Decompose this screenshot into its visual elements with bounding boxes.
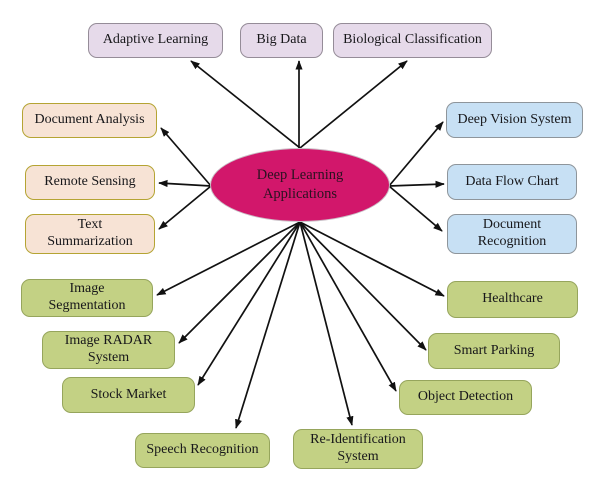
node-label: Speech Recognition — [146, 442, 259, 458]
arrow-center-to-document-analysis — [160, 127, 212, 187]
arrow-center-to-text-summarization — [158, 185, 212, 230]
node-label: Biological Classification — [343, 32, 482, 48]
node-label: Document Analysis — [34, 112, 145, 128]
node-stock-market: Stock Market — [62, 377, 195, 413]
node-remote-sensing: Remote Sensing — [25, 165, 155, 200]
arrow-center-to-remote-sensing — [158, 179, 212, 188]
arrow-center-to-image-radar-system — [178, 221, 301, 344]
node-label: Document Recognition — [477, 217, 547, 249]
node-label: Stock Market — [90, 386, 167, 402]
node-healthcare: Healthcare — [447, 281, 578, 318]
node-text-summarization: Text Summarization — [25, 214, 155, 254]
node-speech-recognition: Speech Recognition — [135, 433, 270, 468]
arrow-center-to-smart-parking — [299, 221, 427, 351]
node-label: Healthcare — [482, 291, 543, 307]
node-label: Remote Sensing — [44, 174, 136, 190]
node-image-segmentation: Image Segmentation — [21, 279, 153, 317]
arrow-center-to-stock-market — [197, 221, 301, 386]
node-label: Data Flow Chart — [465, 173, 559, 189]
node-label: Image RADAR System — [64, 333, 153, 365]
arrow-center-to-re-identification-system — [299, 221, 354, 426]
node-big-data: Big Data — [240, 23, 323, 58]
node-label: Text Summarization — [47, 217, 133, 249]
node-document-analysis: Document Analysis — [22, 103, 157, 138]
center-node-deep-learning-applications: Deep Learning Applications — [210, 148, 390, 222]
node-label: Smart Parking — [453, 342, 535, 358]
node-label: Image Segmentation — [48, 281, 126, 313]
arrow-center-to-adaptive-learning — [190, 60, 301, 149]
node-data-flow-chart: Data Flow Chart — [447, 164, 577, 200]
node-document-recognition: Document Recognition — [447, 214, 577, 254]
arrow-center-to-data-flow-chart — [388, 180, 445, 188]
arrow-center-to-deep-vision-system — [388, 121, 444, 187]
node-biological-classification: Biological Classification — [333, 23, 492, 58]
arrow-center-to-speech-recognition — [235, 221, 301, 429]
arrow-center-to-document-recognition — [388, 185, 443, 232]
node-deep-vision-system: Deep Vision System — [446, 102, 583, 138]
arrow-center-to-object-detection — [299, 221, 397, 392]
arrow-center-to-healthcare — [299, 221, 445, 297]
node-object-detection: Object Detection — [399, 380, 532, 415]
node-label: Adaptive Learning — [102, 32, 209, 48]
center-node-label: Deep Learning Applications — [256, 167, 344, 202]
node-re-identification-system: Re-Identification System — [293, 429, 423, 469]
arrow-center-to-image-segmentation — [156, 221, 301, 296]
node-label: Big Data — [256, 32, 307, 48]
node-label: Re-Identification System — [310, 432, 406, 464]
arrow-center-to-biological-classification — [299, 60, 408, 149]
node-adaptive-learning: Adaptive Learning — [88, 23, 223, 58]
node-image-radar-system: Image RADAR System — [42, 331, 175, 369]
node-label: Object Detection — [417, 389, 514, 405]
node-label: Deep Vision System — [457, 111, 572, 127]
node-smart-parking: Smart Parking — [428, 333, 560, 369]
